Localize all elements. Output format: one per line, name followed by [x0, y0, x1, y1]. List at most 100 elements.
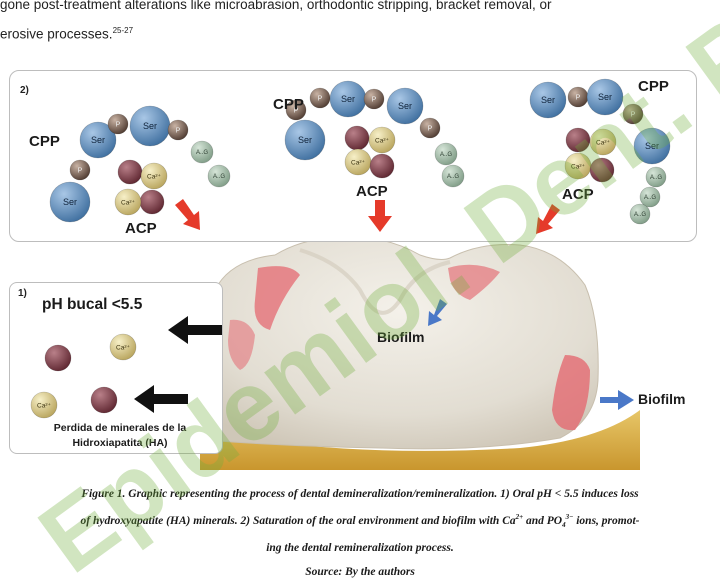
ser-sphere: Ser	[586, 78, 624, 116]
caption-po-sup: 3−	[565, 513, 574, 521]
lesion-3	[228, 319, 255, 370]
svg-text:Ca²⁺: Ca²⁺	[375, 137, 389, 144]
ag-sphere: A..G	[441, 164, 465, 188]
svg-text:Ser: Ser	[645, 141, 659, 151]
ag-sphere: A..G	[434, 142, 458, 166]
svg-text:Ser: Ser	[298, 135, 312, 145]
svg-text:Ca²⁺: Ca²⁺	[121, 199, 135, 206]
lesion-4	[552, 355, 590, 431]
blue-arrow-1	[428, 299, 447, 326]
ser-sphere: Ser	[79, 121, 117, 159]
calcium-ion: Ca²⁺	[368, 126, 396, 154]
cpp-label-1: CPP	[29, 133, 60, 150]
caption-line-2: of hydroxyapatite (HA) minerals. 2) Satu…	[0, 506, 720, 537]
phosphate-ion	[589, 157, 615, 183]
svg-text:Ser: Ser	[598, 92, 612, 102]
demineralization-panel: 1)	[9, 282, 223, 454]
svg-text:Ca²⁺: Ca²⁺	[147, 173, 161, 180]
phosphate-sphere: P	[107, 113, 129, 135]
acp-label-1: ACP	[125, 220, 157, 237]
ser-sphere: Ser	[129, 105, 171, 147]
phosphate-ion	[44, 344, 72, 372]
svg-text:P: P	[116, 121, 121, 128]
phosphate-sphere: P	[167, 119, 189, 141]
ag-sphere: A..G	[207, 164, 231, 188]
tooth-illustration	[200, 236, 640, 470]
caption-line-1: Figure 1. Graphic representing the proce…	[81, 488, 639, 500]
phosphate-sphere: P	[419, 117, 441, 139]
svg-text:Ca²⁺: Ca²⁺	[596, 139, 610, 146]
intro-paragraph: gone post-treatment alterations like mic…	[0, 0, 720, 48]
blue-arrow-2	[600, 390, 634, 410]
cpp-label-2: CPP	[273, 96, 304, 113]
tooth-groove	[299, 248, 451, 315]
svg-text:A..G: A..G	[196, 150, 208, 156]
svg-text:Ser: Ser	[398, 101, 412, 111]
svg-text:A..G: A..G	[644, 195, 656, 201]
calcium-ion: Ca²⁺	[564, 152, 592, 180]
svg-text:Ser: Ser	[341, 94, 355, 104]
panel-2-label: 2)	[20, 85, 29, 96]
phosphate-sphere: P	[285, 99, 307, 121]
ser-sphere: Ser	[633, 127, 671, 165]
phosphate-sphere: P	[69, 159, 91, 181]
phosphate-ion	[369, 153, 395, 179]
ser-sphere: Ser	[284, 119, 326, 161]
phosphate-ion	[90, 386, 118, 414]
intro-refs: 25-27	[112, 26, 134, 35]
svg-text:Ser: Ser	[91, 135, 105, 145]
cpp-label-3: CPP	[638, 78, 669, 95]
arrows-and-ions: Ca²⁺ Ca²⁺	[30, 199, 634, 419]
black-arrow-1	[168, 316, 222, 344]
calcium-ion: Ca²⁺	[140, 162, 168, 190]
svg-text:A..G: A..G	[634, 212, 646, 218]
red-arrow-1	[175, 199, 200, 230]
biofilm-label-2: Biofilm	[638, 391, 686, 407]
svg-text:Ser: Ser	[63, 197, 77, 207]
svg-text:Ca²⁺: Ca²⁺	[116, 344, 130, 351]
phosphate-sphere: P	[309, 87, 331, 109]
svg-text:P: P	[428, 125, 433, 132]
svg-text:P: P	[576, 94, 581, 101]
svg-text:A..G: A..G	[447, 174, 459, 180]
svg-text:A..G: A..G	[650, 175, 662, 181]
phosphate-sphere: P	[363, 88, 385, 110]
svg-text:P: P	[294, 107, 299, 114]
caption-ca-sup: 2+	[515, 513, 524, 521]
caption-line-3: ing the dental remineralization process.	[266, 542, 454, 555]
svg-text:P: P	[176, 127, 181, 134]
caption-po-sub: 4	[562, 521, 566, 530]
red-arrow-3	[536, 204, 560, 234]
acp-label-3: ACP	[562, 186, 594, 203]
svg-text:P: P	[318, 95, 323, 102]
tooth-crown	[204, 236, 599, 450]
svg-text:P: P	[372, 96, 377, 103]
calcium-ion: Ca²⁺	[109, 333, 137, 361]
svg-text:Ser: Ser	[143, 121, 157, 131]
calcium-ion: Ca²⁺	[589, 128, 617, 156]
ag-sphere: A..G	[190, 140, 214, 164]
calcium-ion: Ca²⁺	[114, 188, 142, 216]
acp-label-2: ACP	[356, 183, 388, 200]
svg-text:Ca²⁺: Ca²⁺	[37, 402, 51, 409]
red-arrow-2	[368, 200, 392, 232]
svg-text:P: P	[78, 167, 83, 174]
caption-line-2b: and PO	[523, 514, 563, 527]
ph-label: pH bucal <5.5	[42, 296, 143, 313]
intro-line-1: gone post-treatment alterations like mic…	[0, 0, 552, 12]
biofilm-label-1: Biofilm	[377, 329, 425, 345]
gum	[200, 410, 640, 470]
caption-line-2a: of hydroxyapatite (HA) minerals. 2) Satu…	[80, 514, 516, 527]
lesion-1	[254, 266, 300, 330]
svg-text:Ser: Ser	[541, 95, 555, 105]
caption-source: Source: By the authors	[305, 566, 415, 579]
black-arrow-2	[134, 385, 188, 413]
ser-sphere: Ser	[529, 81, 567, 119]
svg-text:P: P	[631, 111, 636, 118]
phosphate-ion	[565, 127, 591, 153]
figure-caption: Figure 1. Graphic representing the proce…	[0, 483, 720, 584]
intro-line-2: erosive processes.25-27	[0, 18, 720, 48]
calcium-ion: Ca²⁺	[30, 391, 58, 419]
